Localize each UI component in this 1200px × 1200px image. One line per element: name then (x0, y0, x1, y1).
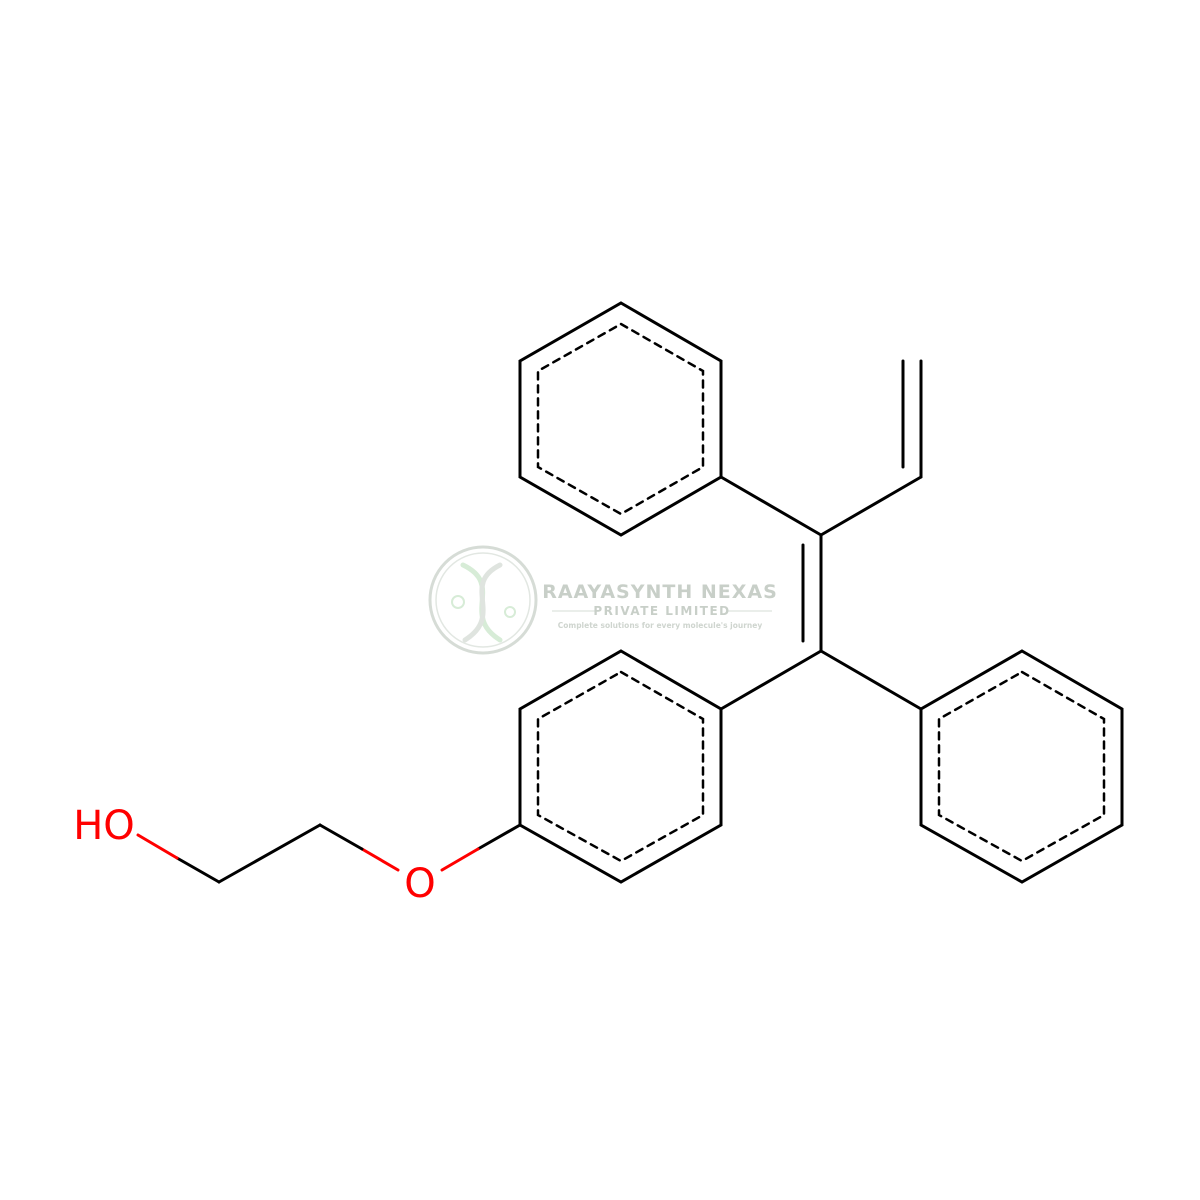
middle-phenyl-ring (518, 649, 723, 884)
watermark-company-name: RAAYASYNTH NEXAS (542, 581, 778, 603)
bond-ch2-hydroxyl-red (136, 833, 179, 860)
bond-c1-vinyl (819, 475, 923, 537)
bond-oxygen-ch2-red (360, 847, 400, 872)
bond-ring-oxygen-red (440, 847, 480, 872)
bond-ch2-ch2 (217, 823, 322, 884)
watermark-tagline: Complete solutions for every molecule's … (558, 621, 763, 630)
right-phenyl-ring (919, 649, 1124, 884)
bond-topring-c1 (719, 475, 823, 537)
watermark: RAAYASYNTH NEXAS PRIVATE LIMITED Complet… (428, 545, 778, 655)
bond-oxygen-ch2 (318, 823, 364, 851)
watermark-emblem-icon (428, 545, 538, 655)
bonds (136, 301, 1124, 884)
watermark-subtitle: PRIVATE LIMITED (593, 604, 730, 618)
top-phenyl-ring (518, 301, 723, 537)
bond-c2-middle-ring (719, 649, 823, 711)
bond-ch2-hydroxyl (175, 856, 221, 884)
bond-c2-right-ring (819, 649, 923, 711)
ether-oxygen-label: O (404, 861, 435, 907)
hydroxyl-label: HO (73, 803, 135, 849)
bond-ring-oxygen (476, 823, 522, 851)
